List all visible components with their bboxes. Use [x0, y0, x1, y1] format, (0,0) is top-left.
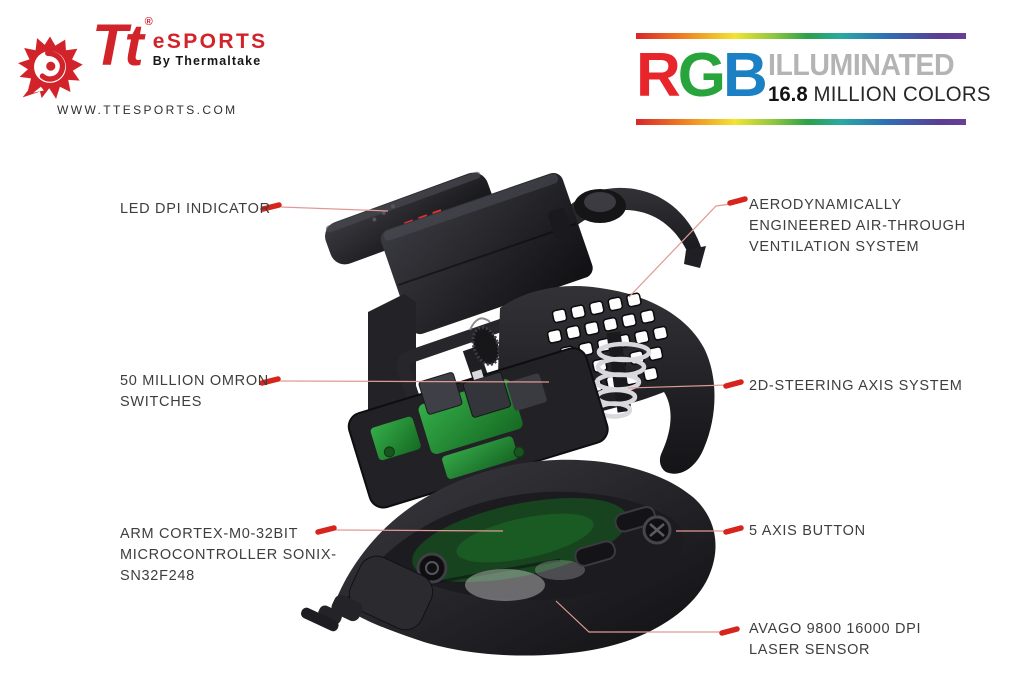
- callout-line: ARM CORTEX-M0-32BIT: [120, 526, 299, 542]
- million-colors-label: 16.8 MILLION COLORS: [767, 83, 991, 106]
- dragon-logo-icon: [18, 36, 83, 99]
- rainbow-bar-bottom: [636, 119, 966, 125]
- pcb-green-board: [370, 416, 421, 461]
- registered-mark: ®: [144, 16, 153, 28]
- leader-led-dpi: [280, 206, 389, 212]
- callout-ticks: [259, 196, 748, 636]
- callout-five-axis-button: 5 AXIS BUTTON: [749, 521, 866, 542]
- base-screw: [416, 552, 448, 584]
- callout-led-dpi-indicator: LED DPI INDICATOR: [120, 199, 271, 220]
- callout-line: 50 MILLION OMRON: [120, 373, 269, 389]
- illuminated-label: ILLUMINATED: [767, 47, 955, 82]
- tt-logo-text: Tt® eSPORTS By Thermaltake: [92, 13, 268, 78]
- callout-line: SWITCHES: [120, 394, 203, 410]
- leader-aero: [628, 203, 732, 298]
- rgb-wordmark: RGB: [636, 41, 768, 110]
- leader-omron: [278, 380, 550, 383]
- website-url: WWW.TTESPORTS.COM: [57, 103, 238, 117]
- callout-air-through-ventilation: AERODYNAMICALLY ENGINEERED AIR-THROUGH V…: [749, 195, 966, 258]
- usb-cable: [300, 555, 434, 632]
- base-shell: [300, 459, 716, 656]
- pcb-tray: [347, 347, 609, 509]
- leader-avago: [555, 600, 722, 633]
- rgb-illuminated-badge: RGB ILLUMINATED 16.8 MILLION COLORS: [636, 33, 990, 125]
- steering-axis-spring: [594, 331, 652, 419]
- callout-line: 2D-STEERING AXIS SYSTEM: [749, 378, 963, 394]
- leader-lines: [278, 203, 732, 633]
- callout-omron-switches: 50 MILLION OMRON SWITCHES: [120, 371, 269, 413]
- rainbow-bar-top: [636, 33, 966, 39]
- callout-laser-sensor: AVAGO 9800 16000 DPI LASER SENSOR: [749, 619, 921, 661]
- tt-esports-logo: Tt® eSPORTS By Thermaltake: [12, 13, 268, 112]
- side-buttons: [574, 505, 657, 567]
- callout-line: 5 AXIS BUTTON: [749, 523, 866, 539]
- leader-arm: [333, 529, 504, 532]
- omron-switch: [418, 372, 463, 415]
- tt-wordmark: Tt®: [92, 13, 153, 78]
- callout-line: LASER SENSOR: [749, 642, 871, 658]
- callout-line: MICROCONTROLLER SONIX-: [120, 547, 337, 563]
- esports-wordmark: eSPORTS: [152, 30, 268, 54]
- by-thermaltake-label: By Thermaltake: [152, 54, 262, 69]
- five-axis-button-knob: [642, 515, 672, 545]
- callout-arm-microcontroller: ARM CORTEX-M0-32BIT MICROCONTROLLER SONI…: [120, 524, 337, 587]
- callout-line: LED DPI INDICATOR: [120, 201, 271, 217]
- callout-steering-axis-system: 2D-STEERING AXIS SYSTEM: [749, 376, 963, 397]
- callout-line: ENGINEERED AIR-THROUGH: [749, 218, 966, 234]
- callout-line: VENTILATION SYSTEM: [749, 239, 920, 255]
- callout-line: SN32F248: [120, 568, 195, 584]
- scroll-wheel: [471, 326, 501, 366]
- leader-steering: [627, 384, 728, 389]
- callout-line: AERODYNAMICALLY: [749, 197, 902, 213]
- top-cover-plate: [380, 172, 593, 335]
- callout-line: AVAGO 9800 16000 DPI: [749, 621, 922, 637]
- rear-arch-shell: [534, 187, 706, 270]
